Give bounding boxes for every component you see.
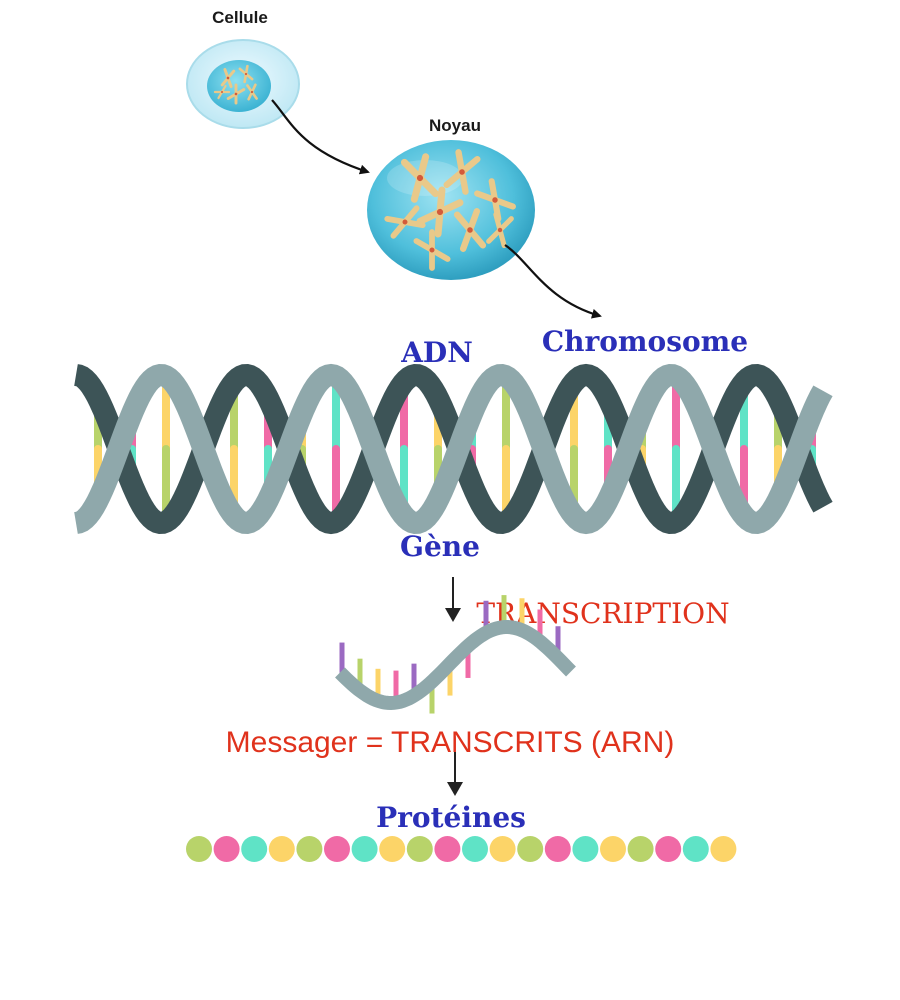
noyau-label: Noyau bbox=[429, 116, 481, 135]
small-chromosomes bbox=[213, 64, 258, 105]
messager-label: Messager = TRANSCRITS (ARN) bbox=[226, 726, 675, 759]
amino-acid-bead bbox=[600, 836, 626, 862]
amino-acid-bead bbox=[517, 836, 544, 862]
chromosome-shape bbox=[453, 208, 487, 252]
cellule-label: Cellule bbox=[212, 8, 268, 27]
protein-chain bbox=[186, 836, 737, 862]
chromosome-shape bbox=[213, 84, 231, 100]
rna-backbone bbox=[335, 620, 576, 711]
nucleus-illustration bbox=[367, 140, 535, 280]
dna-strand-front bbox=[74, 363, 833, 535]
translation-arrow bbox=[447, 752, 463, 796]
chromosome-shape bbox=[400, 153, 440, 203]
proteines-label: Protéines bbox=[376, 801, 526, 834]
nucleus-to-chromosome-arrow bbox=[504, 244, 602, 319]
amino-acid-bead bbox=[655, 836, 682, 862]
chromosome-shape bbox=[413, 229, 451, 271]
chromosome-shape bbox=[384, 205, 426, 239]
rna-single-strand bbox=[335, 595, 576, 714]
amino-acid-bead bbox=[186, 836, 212, 862]
amino-acid-bead bbox=[682, 836, 709, 862]
chromosome-shape bbox=[443, 149, 481, 195]
chromosome-shape bbox=[416, 186, 464, 238]
adn-label: ADN bbox=[400, 336, 473, 369]
cell-illustration bbox=[186, 39, 300, 129]
transcription-arrow bbox=[445, 577, 461, 622]
chromosome-shape bbox=[486, 211, 514, 249]
chromosome-label: Chromosome bbox=[542, 325, 748, 358]
amino-acid-bead bbox=[572, 836, 599, 862]
amino-acid-bead bbox=[379, 836, 406, 862]
amino-acid-bead bbox=[351, 836, 378, 862]
gene-label: Gène bbox=[400, 530, 480, 563]
amino-acid-bead bbox=[406, 836, 433, 862]
chromosome-shape bbox=[246, 83, 258, 101]
nucleus-chromosomes bbox=[384, 149, 516, 271]
amino-acid-bead bbox=[710, 836, 737, 862]
amino-acid-bead bbox=[324, 836, 350, 862]
amino-acid-bead bbox=[296, 836, 323, 862]
amino-acid-bead bbox=[268, 836, 295, 862]
amino-acid-bead bbox=[462, 836, 488, 862]
chromosome-shape bbox=[220, 68, 236, 88]
dna-double-helix bbox=[74, 363, 833, 535]
chromosome-shape bbox=[226, 83, 246, 105]
amino-acid-bead bbox=[627, 836, 654, 862]
chromosome-shape bbox=[238, 64, 254, 84]
amino-acid-bead bbox=[489, 836, 516, 862]
amino-acid-bead bbox=[434, 836, 461, 862]
amino-acid-bead bbox=[241, 836, 268, 862]
cell-to-nucleus-arrow bbox=[271, 99, 370, 175]
amino-acid-bead bbox=[213, 836, 240, 862]
amino-acid-bead bbox=[544, 836, 571, 862]
